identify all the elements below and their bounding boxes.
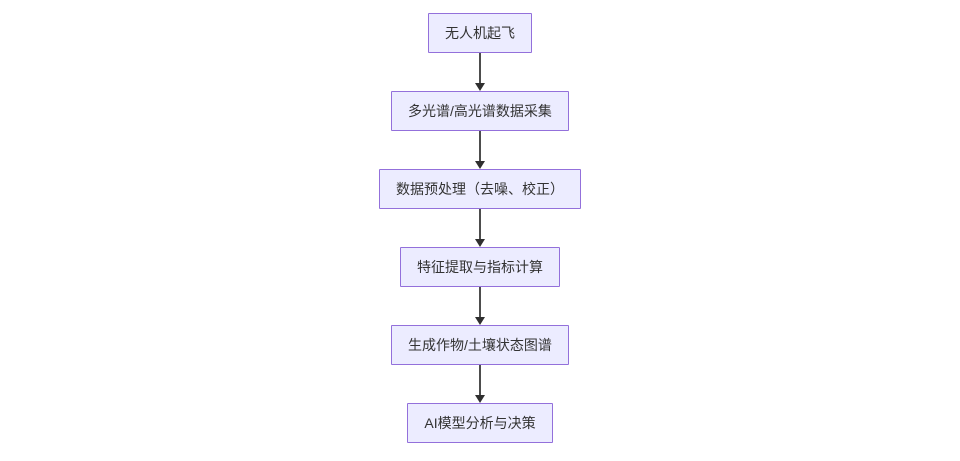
node-data-collection: 多光谱/高光谱数据采集 [391,91,569,131]
arrow-down-icon [475,161,485,169]
edge-line [479,365,481,395]
arrow-down-icon [475,395,485,403]
edge-statemap-to-ai [475,365,485,403]
edge-line [479,53,481,83]
node-feature-extraction: 特征提取与指标计算 [400,247,560,287]
arrow-down-icon [475,239,485,247]
edge-line [479,209,481,239]
node-ai-analysis: AI模型分析与决策 [407,403,553,443]
node-drone-takeoff: 无人机起飞 [428,13,532,53]
node-label: AI模型分析与决策 [424,415,536,431]
arrow-down-icon [475,83,485,91]
node-label: 多光谱/高光谱数据采集 [408,103,552,119]
flowchart: 无人机起飞 多光谱/高光谱数据采集 数据预处理（去噪、校正） 特征提取与指标计算 [0,13,960,443]
edge-collection-to-preprocessing [475,131,485,169]
node-preprocessing: 数据预处理（去噪、校正） [379,169,581,209]
edge-feature-to-statemap [475,287,485,325]
arrow-down-icon [475,317,485,325]
edge-line [479,131,481,161]
node-label: 特征提取与指标计算 [417,259,543,275]
edge-preprocessing-to-feature [475,209,485,247]
node-label: 数据预处理（去噪、校正） [396,181,564,197]
node-label: 生成作物/土壤状态图谱 [408,337,552,353]
edge-takeoff-to-collection [475,53,485,91]
node-state-map: 生成作物/土壤状态图谱 [391,325,569,365]
node-label: 无人机起飞 [445,25,515,41]
edge-line [479,287,481,317]
